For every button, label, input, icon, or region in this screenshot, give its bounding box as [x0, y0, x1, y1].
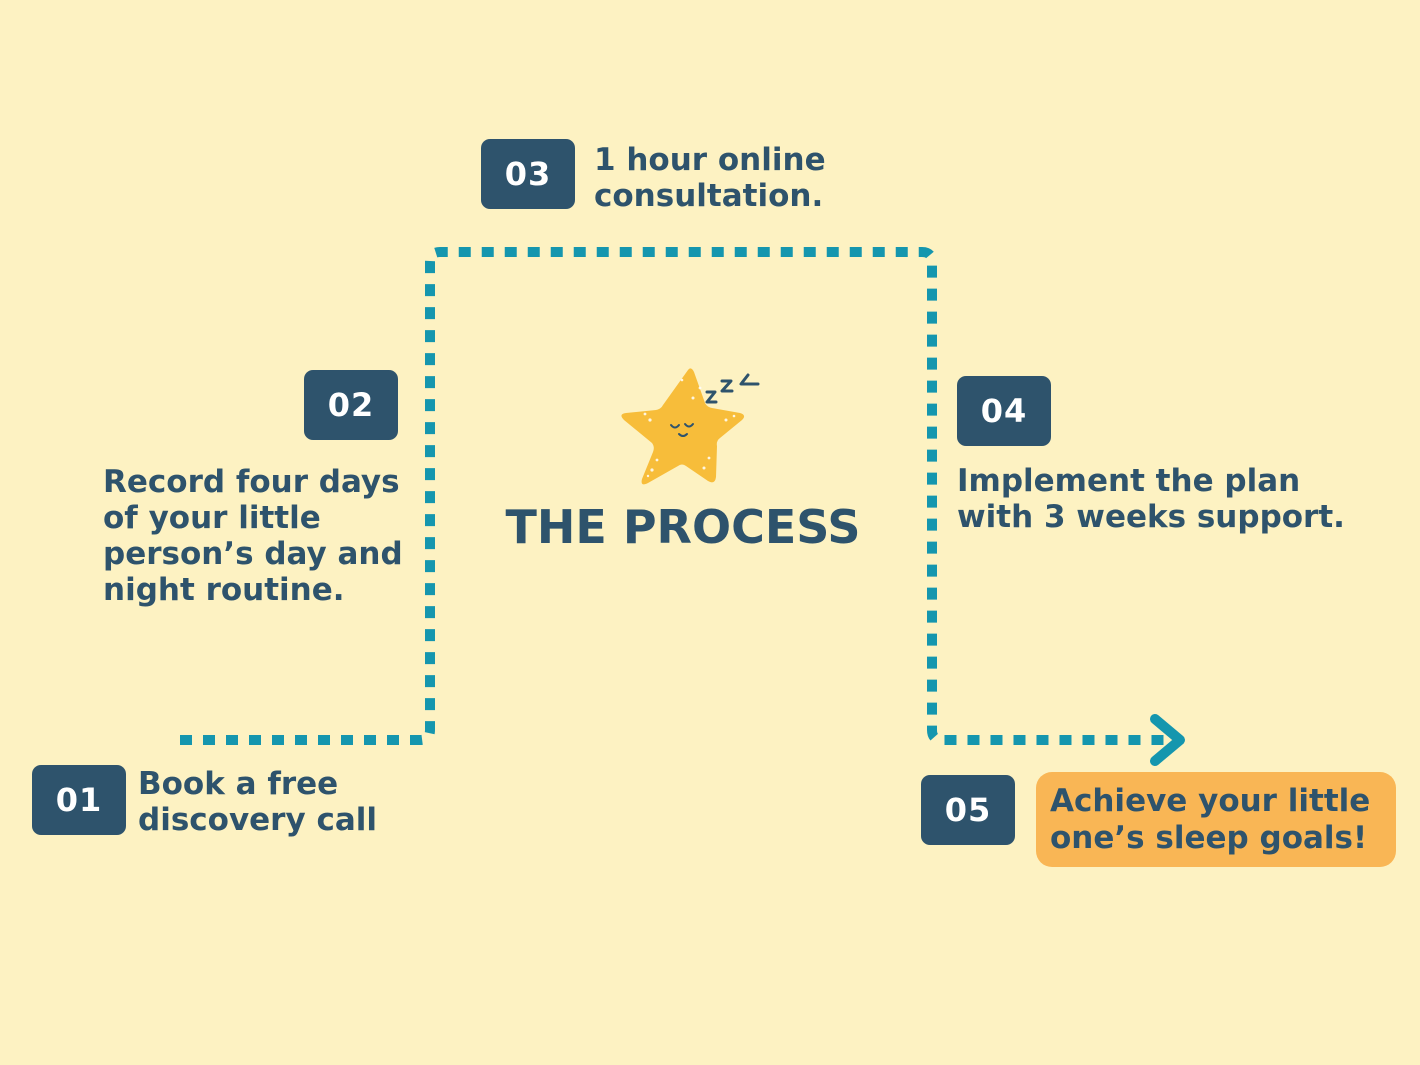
step-05-text: Achieve your little one’s sleep goals! [1050, 783, 1371, 856]
sleeping-star-icon [621, 368, 760, 485]
step-01-text: Book a free discovery call [138, 766, 378, 838]
step-03-text: 1 hour online consultation. [594, 142, 826, 214]
page-title: THE PROCESS [505, 500, 861, 554]
step-02-text: Record four days of your little person’s… [103, 464, 403, 608]
step-03-badge: 03 [481, 139, 575, 209]
step-05-badge: 05 [921, 775, 1015, 845]
arrow-head-icon [1150, 714, 1185, 766]
step-02-badge: 02 [304, 370, 398, 440]
step-04-text: Implement the plan with 3 weeks support. [957, 463, 1345, 535]
dotted-route-line [180, 247, 1168, 745]
step-04-badge: 04 [957, 376, 1051, 446]
goal-highlight [1036, 772, 1396, 867]
step-01-badge: 01 [32, 765, 126, 835]
